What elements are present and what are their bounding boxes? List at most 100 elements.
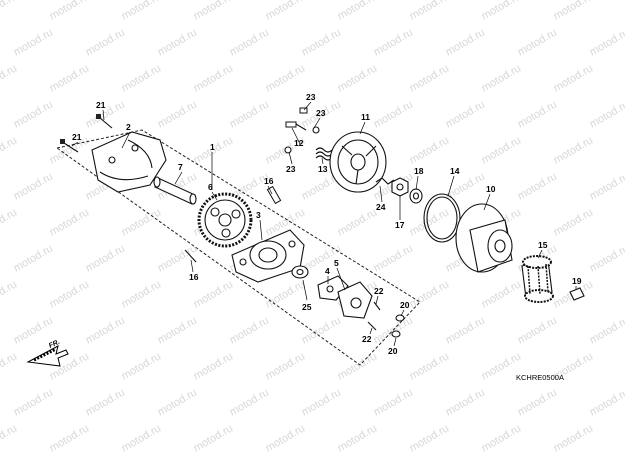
watermark-text: motod.ru bbox=[156, 98, 200, 130]
watermark-text: motod.ru bbox=[228, 98, 272, 130]
part-18-washer bbox=[409, 188, 423, 204]
watermark-text: motod.ru bbox=[48, 206, 92, 238]
watermark-text: motod.ru bbox=[552, 206, 596, 238]
part-24-clip bbox=[375, 177, 395, 185]
callout-19: 19 bbox=[572, 276, 582, 286]
front-direction-arrow: FR. bbox=[26, 339, 69, 367]
watermark-text: motod.ru bbox=[552, 422, 596, 454]
part-13-spring bbox=[315, 147, 333, 161]
part-2-cover bbox=[91, 131, 167, 193]
watermark-text: motod.ru bbox=[84, 314, 128, 346]
watermark-text: motod.ru bbox=[552, 62, 596, 94]
callout-15: 15 bbox=[538, 240, 548, 250]
callout-1: 1 bbox=[210, 142, 215, 152]
callout-23-low: 23 bbox=[286, 164, 296, 174]
watermark-layer: motod.ru motod.ru motod.ru motod.ru motod.ru… bbox=[0, 0, 625, 455]
watermark-text: motod.ru bbox=[156, 386, 200, 418]
callout-23-mid: 23 bbox=[316, 108, 326, 118]
watermark-text: motod.ru bbox=[264, 0, 308, 23]
watermark-text: motod.ru bbox=[192, 278, 236, 310]
part-15-spline-hub bbox=[521, 255, 554, 303]
callout-21-lower: 21 bbox=[72, 132, 82, 142]
watermark-text: motod.ru bbox=[444, 386, 488, 418]
watermark-text: motod.ru bbox=[336, 206, 380, 238]
part-23-12-bolts bbox=[284, 107, 320, 154]
watermark-text: motod.ru bbox=[336, 350, 380, 382]
watermark-text: motod.ru bbox=[336, 422, 380, 454]
watermark-text: motod.ru bbox=[444, 314, 488, 346]
watermark-text: motod.ru bbox=[0, 278, 19, 310]
callout-24: 24 bbox=[376, 202, 386, 212]
watermark-text: motod.ru bbox=[516, 314, 560, 346]
leader-lines bbox=[71, 101, 577, 347]
watermark-text: motod.ru bbox=[552, 134, 596, 166]
part-22-bolts bbox=[367, 301, 381, 331]
watermark-text: motod.ru bbox=[48, 278, 92, 310]
watermark-text: motod.ru bbox=[12, 26, 56, 58]
callout-13: 13 bbox=[318, 164, 328, 174]
watermark-text: motod.ru bbox=[480, 134, 524, 166]
watermark-text: motod.ru bbox=[192, 422, 236, 454]
watermark-text: motod.ru bbox=[516, 26, 560, 58]
watermark-text: motod.ru bbox=[0, 422, 19, 454]
watermark-text: motod.ru bbox=[372, 242, 416, 274]
watermark-text: motod.ru bbox=[372, 26, 416, 58]
callout-4: 4 bbox=[325, 266, 330, 276]
watermark-text: motod.ru bbox=[12, 386, 56, 418]
part-19-key bbox=[569, 287, 585, 301]
watermark-text: motod.ru bbox=[0, 206, 19, 238]
callout-23-top: 23 bbox=[306, 92, 316, 102]
callout-20-upper: 20 bbox=[400, 300, 410, 310]
watermark-text: motod.ru bbox=[228, 26, 272, 58]
watermark-text: motod.ru bbox=[48, 422, 92, 454]
part-14-o-ring bbox=[423, 193, 461, 243]
watermark-text: motod.ru bbox=[48, 134, 92, 166]
part-11-drive-pulley bbox=[329, 131, 387, 193]
callout-11: 11 bbox=[361, 112, 370, 122]
watermark-text: motod.ru bbox=[372, 98, 416, 130]
watermark-text: motod.ru bbox=[264, 350, 308, 382]
watermark-text: motod.ru bbox=[408, 422, 452, 454]
callout-20-lower: 20 bbox=[388, 346, 398, 356]
callout-14: 14 bbox=[450, 166, 460, 176]
watermark-text: motod.ru bbox=[48, 62, 92, 94]
callout-6: 6 bbox=[208, 182, 213, 192]
part-3-pump-body bbox=[231, 229, 305, 283]
watermark-text: motod.ru bbox=[120, 206, 164, 238]
watermark-text: motod.ru bbox=[84, 26, 128, 58]
watermark-text: motod.ru bbox=[0, 0, 19, 23]
part-7-shaft bbox=[153, 176, 197, 205]
watermark-text: motod.ru bbox=[264, 422, 308, 454]
callout-22-upper: 22 bbox=[374, 286, 384, 296]
watermark-text: motod.ru bbox=[300, 386, 344, 418]
callout-12: 12 bbox=[294, 138, 304, 148]
part-21-screw-upper bbox=[96, 114, 113, 129]
watermark-text: motod.ru bbox=[516, 170, 560, 202]
watermark-text: motod.ru bbox=[264, 62, 308, 94]
watermark-text: motod.ru bbox=[228, 386, 272, 418]
watermark-text: motod.ru bbox=[120, 0, 164, 23]
watermark-text: motod.ru bbox=[588, 26, 625, 58]
watermark-text: motod.ru bbox=[0, 62, 19, 94]
callout-3: 3 bbox=[256, 210, 261, 220]
watermark-text: motod.ru bbox=[408, 0, 452, 23]
callout-22-lower: 22 bbox=[362, 334, 372, 344]
watermark-text: motod.ru bbox=[408, 206, 452, 238]
part-21-screw-lower bbox=[60, 139, 79, 153]
callout-10: 10 bbox=[486, 184, 496, 194]
watermark-text: motod.ru bbox=[84, 386, 128, 418]
diagram-code: KCHRE0500A bbox=[516, 373, 564, 382]
watermark-text: motod.ru bbox=[588, 314, 625, 346]
watermark-text: motod.ru bbox=[192, 350, 236, 382]
watermark-text: motod.ru bbox=[156, 26, 200, 58]
callout-16-upper: 16 bbox=[264, 176, 274, 186]
part-17-nut bbox=[391, 177, 409, 197]
watermark-text: motod.ru bbox=[228, 314, 272, 346]
watermark-text: motod.ru bbox=[408, 278, 452, 310]
watermark-text: motod.ru bbox=[372, 386, 416, 418]
watermark-text: motod.ru bbox=[588, 386, 625, 418]
watermark-text: motod.ru bbox=[300, 314, 344, 346]
watermark-text: motod.ru bbox=[480, 0, 524, 23]
watermark-text: motod.ru bbox=[120, 422, 164, 454]
